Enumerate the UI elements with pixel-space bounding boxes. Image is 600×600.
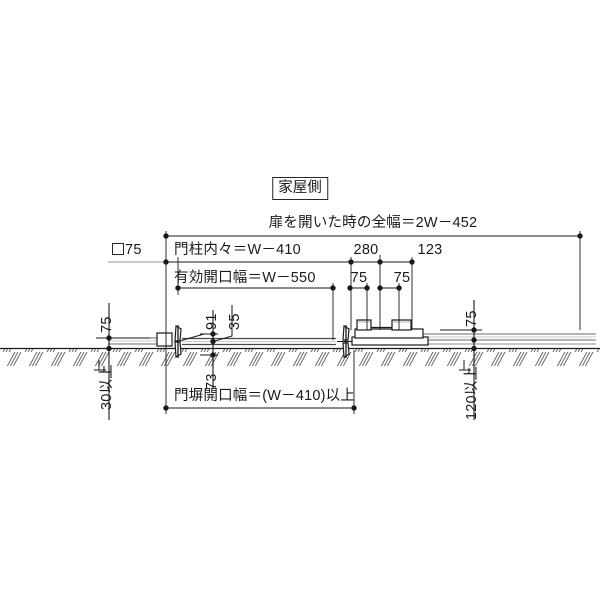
dim-label-35: 35 xyxy=(227,313,243,330)
square-icon xyxy=(112,243,124,255)
dim-label-75-b: 75 xyxy=(393,270,411,286)
dim-label-right-120-min: 120以上 xyxy=(464,365,480,420)
dim-label-post-size-group: 75 xyxy=(112,243,142,258)
dim-label-right-75: 75 xyxy=(464,310,480,327)
dim-label-effective-opening: 有効開口幅＝W－550 xyxy=(174,270,316,286)
house-side-badge: 家屋側 xyxy=(272,177,328,200)
left-post-hinge-assembly xyxy=(156,324,205,359)
dim-label-left-30-min: 30以上 xyxy=(99,364,115,410)
dim-label-post-inner: 門柱内々＝W－410 xyxy=(174,242,301,258)
dim-label-123: 123 xyxy=(417,242,443,258)
dimension-lines-group xyxy=(94,231,583,420)
dim-label-75-a: 75 xyxy=(350,270,368,286)
house-side-badge-text: 家屋側 xyxy=(272,177,328,200)
dim-label-wall-opening: 門塀開口幅＝(W－410)以上 xyxy=(174,388,356,404)
ground-hatch-band xyxy=(0,347,600,366)
dim-label-post-size: 75 xyxy=(125,242,142,258)
right-hinge-pivot xyxy=(337,324,352,359)
dim-label-280: 280 xyxy=(353,242,379,258)
gate-leaf-center xyxy=(182,337,336,346)
dim-label-91: 91 xyxy=(204,313,220,330)
dim-label-total-open-width: 扉を開いた時の全幅＝2W－452 xyxy=(268,215,478,231)
gate-closer-hardware xyxy=(351,319,429,346)
dim-label-left-75: 75 xyxy=(99,316,115,333)
